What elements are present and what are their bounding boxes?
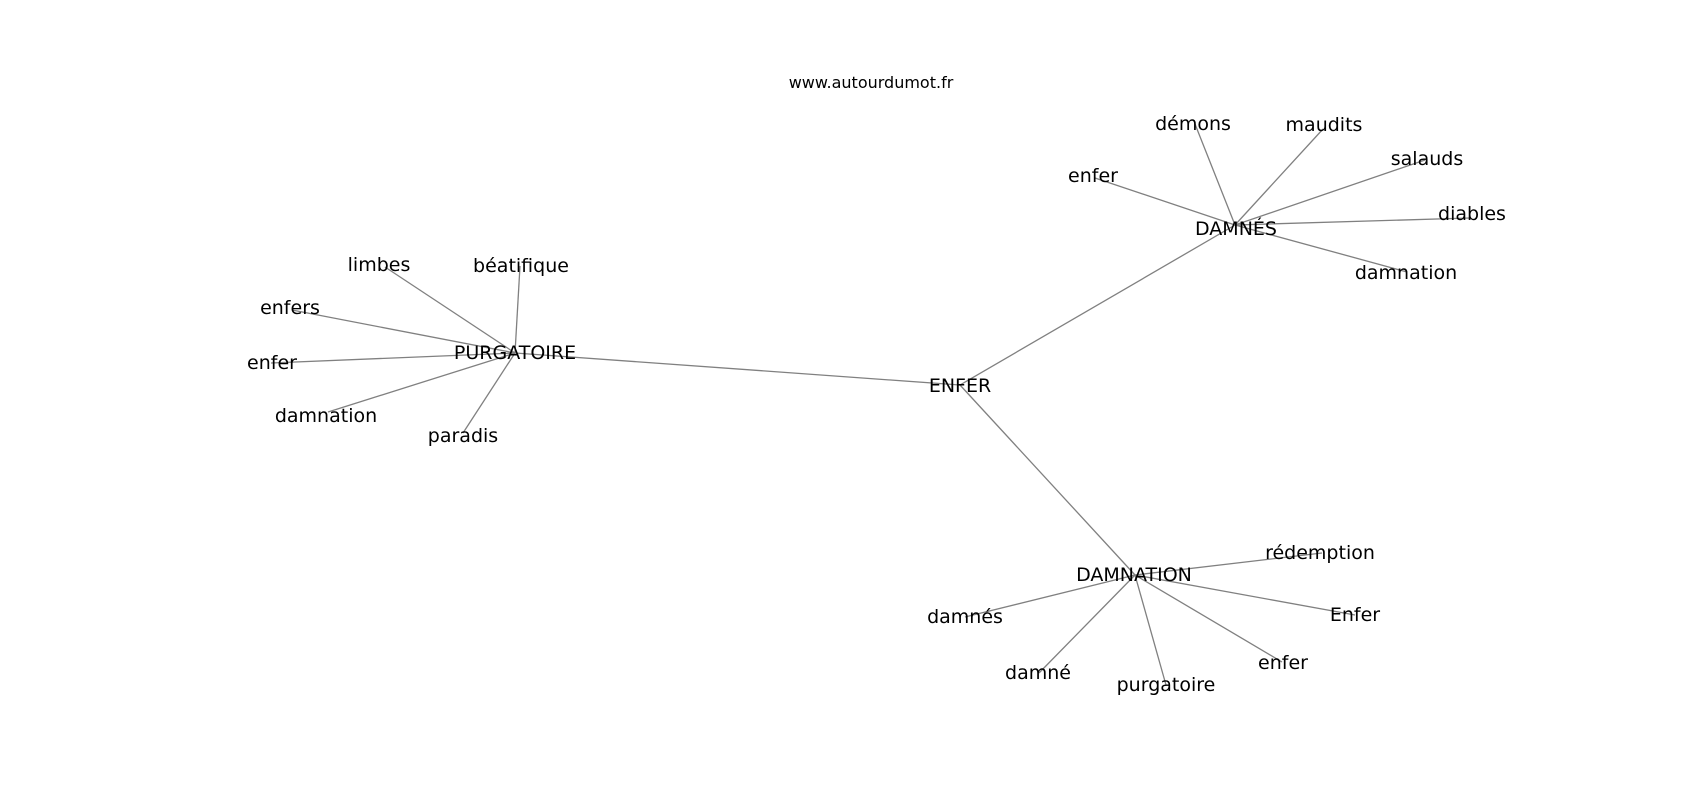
node-leaf-limbes: limbes <box>348 254 411 276</box>
edge-center-to-damnes <box>959 224 1236 386</box>
node-leaf-enfer: enfer <box>1068 165 1118 187</box>
edge-damnes-to-diables-4 <box>1234 217 1471 226</box>
edge-damnation-to-enfer-2 <box>1134 574 1356 616</box>
edge-damnes-to-damnation-5 <box>1234 224 1408 273</box>
source-watermark: www.autourdumot.fr <box>789 73 954 92</box>
node-leaf-diables: diables <box>1438 203 1506 225</box>
node-leaf-damnation: damnation <box>275 405 377 427</box>
edge-purgatoire-to-beatifique-1 <box>514 265 521 354</box>
edge-purgatoire-to-enfers-2 <box>291 309 516 354</box>
node-leaf-salauds: salauds <box>1391 148 1463 170</box>
node-hub-damnation: DAMNATION <box>1076 564 1192 586</box>
labels-layer: ENFER PURGATOIRE limbes béatifique enfers enf… <box>247 113 1506 696</box>
node-leaf-maudits: maudits <box>1286 114 1363 136</box>
node-leaf-damnes: damnés <box>927 606 1003 628</box>
node-hub-damnes: DAMNÉS <box>1195 217 1277 240</box>
node-leaf-redemption: rédemption <box>1265 542 1375 564</box>
node-leaf-damnation: damnation <box>1355 262 1457 284</box>
edge-damnes-to-enfer-2 <box>1094 177 1236 226</box>
node-hub-purgatoire: PURGATOIRE <box>454 342 576 364</box>
node-leaf-paradis: paradis <box>428 425 498 447</box>
edge-purgatoire-to-paradis-5 <box>462 352 516 434</box>
edge-purgatoire-to-limbes-0 <box>384 266 516 354</box>
edge-center-to-purgatoire <box>514 352 961 386</box>
node-leaf-enfer: Enfer <box>1330 604 1380 626</box>
node-leaf-purgatoire: purgatoire <box>1117 674 1216 696</box>
edge-damnes-to-maudits-1 <box>1234 128 1324 226</box>
edge-damnes-to-salauds-3 <box>1234 159 1426 226</box>
edge-damnes-to-demons-0 <box>1194 123 1236 226</box>
node-leaf-demons: démons <box>1155 113 1231 135</box>
edge-purgatoire-to-damnation-4 <box>327 352 516 413</box>
node-leaf-enfer: enfer <box>1258 652 1308 674</box>
edge-damnation-to-damnes-1 <box>964 574 1136 618</box>
node-center-enfer: ENFER <box>929 375 991 397</box>
edge-damnation-to-enfer-3 <box>1134 574 1283 663</box>
node-leaf-enfer: enfer <box>247 352 297 374</box>
node-leaf-damne: damné <box>1005 662 1071 684</box>
edge-damnation-to-damne-4 <box>1038 574 1136 674</box>
edge-damnation-to-redemption-0 <box>1134 552 1323 576</box>
edges-layer <box>270 123 1471 686</box>
node-leaf-enfers: enfers <box>260 297 320 319</box>
edge-purgatoire-to-enfer-3 <box>270 352 516 364</box>
node-leaf-beatifique: béatifique <box>473 255 569 277</box>
edge-center-to-damnation <box>959 384 1136 576</box>
edge-damnation-to-purgatoire-5 <box>1134 574 1167 686</box>
